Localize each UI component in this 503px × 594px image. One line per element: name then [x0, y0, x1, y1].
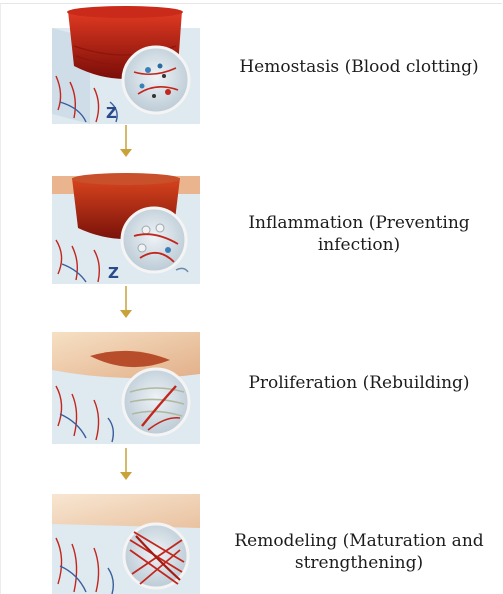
proliferation-illustration — [50, 326, 200, 444]
left-border — [0, 3, 1, 594]
down-arrow-icon — [118, 125, 134, 159]
top-border — [0, 3, 502, 4]
stage-label-remodeling: Remodeling (Maturation and strengthening… — [215, 530, 503, 574]
down-arrow-icon — [118, 286, 134, 320]
svg-text:Z: Z — [108, 264, 119, 282]
hemostasis-illustration: Z — [50, 6, 200, 124]
remodeling-illustration — [50, 488, 200, 594]
stage-label-proliferation: Proliferation (Rebuilding) — [215, 372, 503, 394]
stage-label-inflammation: Inflammation (Preventing infection) — [215, 212, 503, 256]
inflammation-illustration: Z — [50, 166, 200, 284]
svg-text:Z: Z — [106, 104, 117, 122]
down-arrow-icon — [118, 448, 134, 482]
stage-label-hemostasis: Hemostasis (Blood clotting) — [215, 56, 503, 78]
